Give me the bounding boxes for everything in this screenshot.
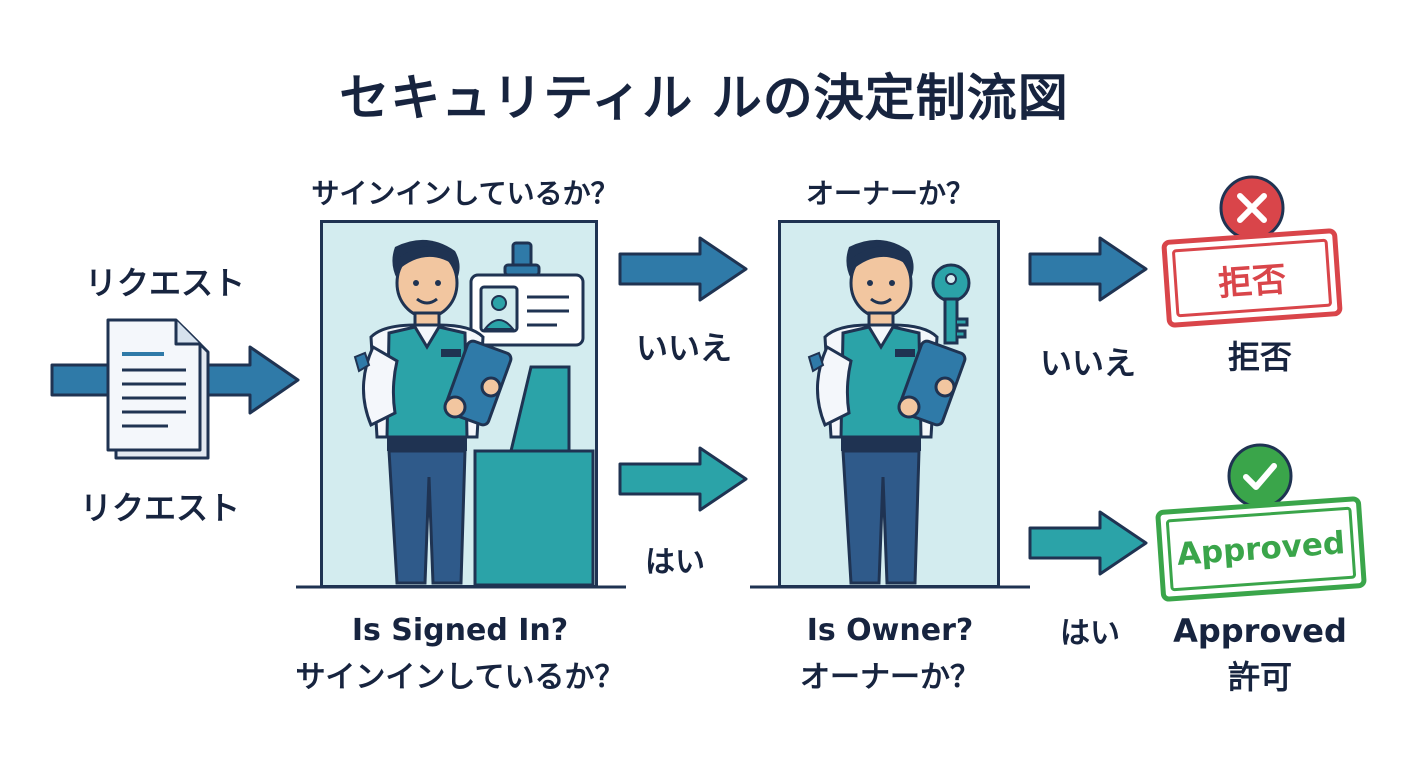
- owner-caption-en: Is Owner?: [806, 613, 974, 648]
- document-icon: [106, 318, 210, 460]
- security-guard-figure: [353, 239, 513, 585]
- page-title: セキュリティル ルの決定制流図: [339, 69, 1069, 127]
- check-circle-icon: [1227, 443, 1293, 509]
- deny-stamp: 拒否: [1161, 227, 1343, 329]
- request-label-bottom: リクエスト: [79, 489, 240, 527]
- deny-stamp-text: 拒否: [1171, 238, 1333, 318]
- terminal-kiosk: [473, 365, 595, 587]
- signed-in-yes-label: はい: [645, 545, 705, 580]
- approved-stamp-text: Approved: [1165, 506, 1357, 592]
- id-badge-icon: [469, 241, 585, 347]
- owner-yes-label: はい: [1060, 616, 1120, 651]
- owner-floor-line: [750, 585, 1030, 589]
- deny-label: 拒否: [1227, 338, 1292, 376]
- signed-in-no-arrow: [618, 236, 748, 302]
- owner-no-arrow: [1028, 236, 1148, 302]
- cross-circle-icon: [1219, 175, 1285, 241]
- owner-yes-arrow: [1028, 510, 1148, 576]
- signed-in-yes-arrow: [618, 446, 748, 512]
- owner-no-label: いいえ: [1039, 344, 1136, 382]
- signed-in-floor-line: [296, 585, 626, 589]
- request-label-top: リクエスト: [84, 264, 245, 302]
- owner-panel: [778, 220, 1000, 588]
- owner-caption-ja: オーナーか？: [800, 660, 980, 695]
- signed-in-caption-en: Is Signed In?: [351, 613, 569, 648]
- signed-in-question: サインインしているか？: [311, 177, 619, 210]
- approved-stamp: Approved: [1155, 495, 1367, 603]
- allow-label-en: Approved: [1173, 612, 1347, 650]
- signed-in-caption-ja: サインインしているか？: [295, 660, 625, 695]
- key-icon: [931, 263, 971, 345]
- owner-question: オーナーか？: [805, 177, 974, 210]
- signed-in-no-label: いいえ: [635, 329, 732, 367]
- owner-guard-figure: [807, 239, 967, 585]
- allow-label-ja: 許可: [1227, 658, 1292, 696]
- signed-in-panel: [320, 220, 598, 588]
